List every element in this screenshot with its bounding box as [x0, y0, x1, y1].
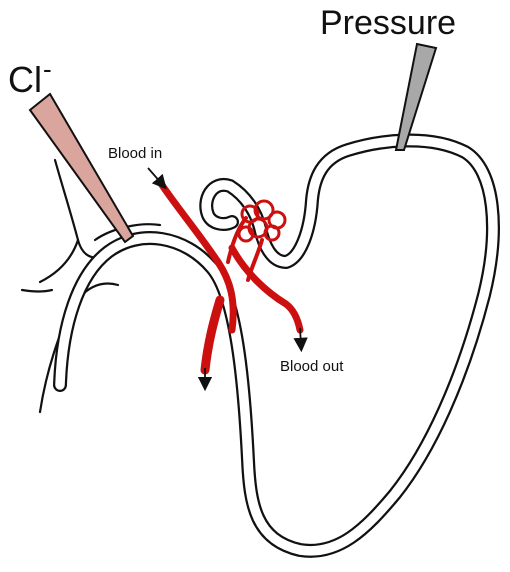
capsule-outline — [60, 140, 493, 550]
blood-out-label: Blood out — [280, 359, 343, 374]
bowmans-capsule — [60, 140, 493, 550]
chloride-symbol: Cl — [8, 59, 42, 100]
chloride-charge: - — [43, 54, 52, 84]
tubule-outlines — [22, 160, 160, 412]
blood-out-arrow — [300, 328, 301, 345]
tubule-outline-stub — [22, 290, 52, 292]
pressure-label: Pressure — [320, 6, 456, 40]
blood-in-arrow — [148, 168, 162, 184]
glomerulus-capillary-loops — [239, 201, 285, 241]
chloride-label: Cl- — [8, 56, 52, 98]
descending-vessel — [205, 300, 220, 370]
capsule-outline-inner — [60, 140, 493, 550]
chloride-pipette — [30, 94, 133, 242]
tubule-outline-branch — [40, 240, 78, 282]
blood-in-label: Blood in — [108, 146, 162, 161]
